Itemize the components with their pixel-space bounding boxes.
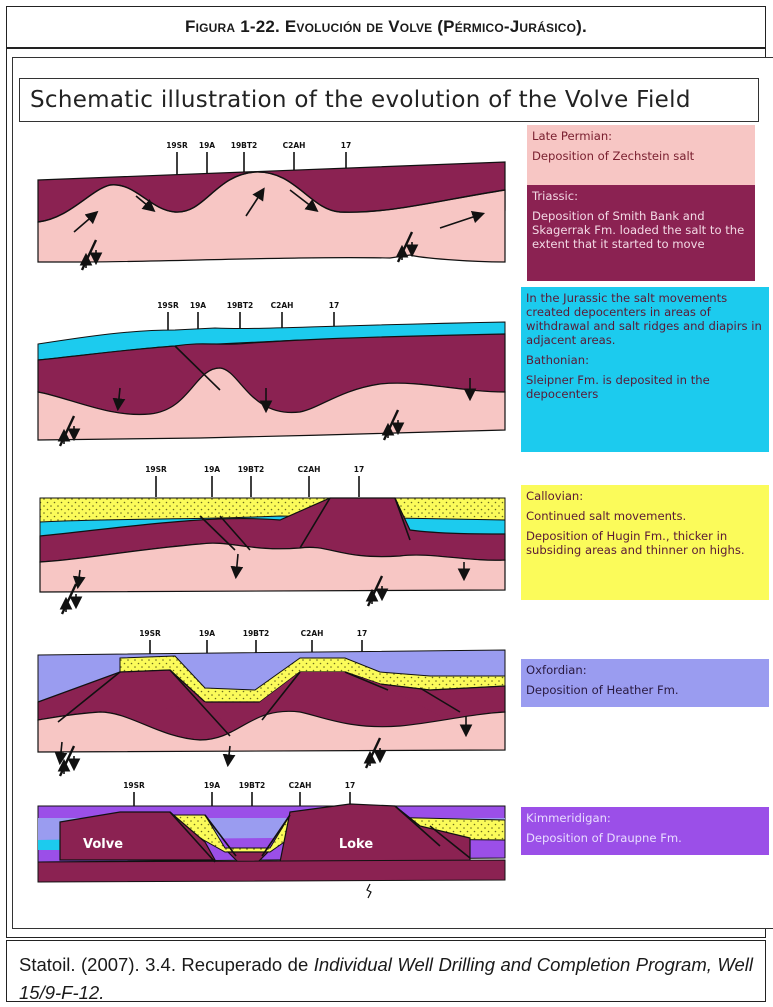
well-label: C2AH <box>283 141 306 150</box>
legend-text: Late Permian: <box>532 129 750 143</box>
legend-text: Triassic: <box>532 189 750 203</box>
well-label: 17 <box>357 629 367 638</box>
well-label: 19BT2 <box>227 301 254 310</box>
well-label: 19SR <box>145 465 167 474</box>
legend-text: Bathonian: <box>526 353 764 367</box>
legend-text: Sleipner Fm. is deposited in the depocen… <box>526 373 764 401</box>
well-label: 19A <box>190 301 206 310</box>
legend-text: Callovian: <box>526 489 764 503</box>
well-label: C2AH <box>298 465 321 474</box>
field-label-volve: Volve <box>83 837 123 852</box>
legend-text: Deposition of Zechstein salt <box>532 149 750 163</box>
well-label: 19SR <box>139 629 161 638</box>
legend-box-3: In the Jurassic the salt movements creat… <box>521 287 769 452</box>
well-label: 17 <box>341 141 351 150</box>
well-label: C2AH <box>271 301 294 310</box>
well-label: 19BT2 <box>243 629 270 638</box>
legend-text: In the Jurassic the salt movements creat… <box>526 291 764 347</box>
legend-text: Deposition of Smith Bank and Skagerrak F… <box>532 209 750 251</box>
well-label: 19SR <box>166 141 188 150</box>
well-label: 19BT2 <box>231 141 258 150</box>
well-label: 19A <box>204 781 220 790</box>
well-label: 19SR <box>157 301 179 310</box>
crack <box>367 884 371 898</box>
well-label: C2AH <box>289 781 312 790</box>
legend-box-2: Triassic: Deposition of Smith Bank and Sk… <box>527 185 755 281</box>
well-label: 19A <box>199 141 215 150</box>
legend-box-4: Callovian: Continued salt movements. Depos… <box>521 485 769 600</box>
well-label: 17 <box>354 465 364 474</box>
field-label-loke: Loke <box>339 837 374 852</box>
well-label: 19BT2 <box>239 781 266 790</box>
legend-box-5: Oxfordian: Deposition of Heather Fm. <box>521 659 769 707</box>
source-citation: Statoil. (2007). 3.4. Recuperado de Indi… <box>6 940 766 1002</box>
legend-text: Oxfordian: <box>526 663 764 677</box>
well-label: 19A <box>199 629 215 638</box>
legend-box-6: Kimmeridigan: Deposition of Draupne Fm. <box>521 807 769 855</box>
legend-text: Deposition of Hugin Fm., thicker in subs… <box>526 529 764 557</box>
legend-text: Deposition of Heather Fm. <box>526 683 764 697</box>
well-label: 17 <box>345 781 355 790</box>
legend-text: Deposition of Draupne Fm. <box>526 831 764 845</box>
salt-base <box>38 860 505 882</box>
source-prefix: Statoil. (2007). 3.4. Recuperado de <box>19 954 314 975</box>
well-label: C2AH <box>301 629 324 638</box>
legend-text: Continued salt movements. <box>526 509 764 523</box>
legend-text: Kimmeridigan: <box>526 811 764 825</box>
well-label: 19SR <box>123 781 145 790</box>
well-label: 19BT2 <box>238 465 265 474</box>
well-label: 17 <box>329 301 339 310</box>
well-label: 19A <box>204 465 220 474</box>
legend-box-1: Late Permian: Deposition of Zechstein sal… <box>527 125 755 185</box>
